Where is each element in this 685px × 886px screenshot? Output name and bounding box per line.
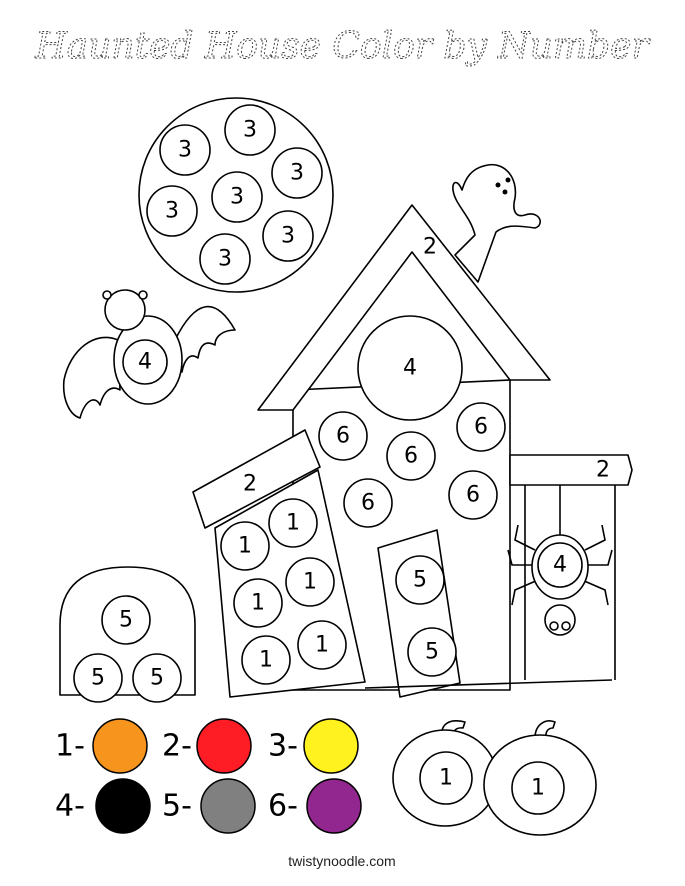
pumpkins-number: 1 <box>439 766 453 791</box>
legend-swatch-red <box>196 718 252 774</box>
legend-swatch-orange <box>92 718 148 774</box>
moon-circle <box>224 104 276 156</box>
left_wing-circle <box>285 557 335 607</box>
door-circle <box>407 627 457 677</box>
left_wing-number: 1 <box>315 633 329 658</box>
door-circle <box>395 555 445 605</box>
tombstone-circle <box>132 653 182 703</box>
house_dots-circle <box>456 402 506 452</box>
left_wing-circle <box>268 498 318 548</box>
house_dots-circle <box>343 478 393 528</box>
roof-number: 2 <box>423 235 437 260</box>
porch: 2 <box>364 454 633 689</box>
legend-swatch-black <box>95 778 151 834</box>
left_wing-number: 1 <box>238 534 252 559</box>
legend-label: 3- <box>268 729 298 764</box>
left_wing-number: 1 <box>259 648 273 673</box>
legend-swatch-purple <box>306 778 362 834</box>
left_wing-circle <box>241 635 291 685</box>
bat: 4 <box>62 289 236 419</box>
left_wing-circle <box>297 620 347 670</box>
spider-number: 4 <box>553 553 567 578</box>
page-title: Haunted House Color by Number <box>34 26 650 67</box>
moon-circle <box>271 147 323 199</box>
legend-swatch-gray <box>200 778 256 834</box>
pumpkins-circle <box>419 751 473 805</box>
color-key: 1- 2- 3- 4- 5- 6- <box>55 718 362 834</box>
house_dots-number: 6 <box>336 424 350 449</box>
moon-number: 3 <box>178 138 192 163</box>
window-number: 4 <box>403 356 417 381</box>
left-wing: 2 1 1 1 1 1 1 <box>192 429 366 698</box>
legend-label: 4- <box>55 789 85 824</box>
tombstone-circle <box>101 595 151 645</box>
pumpkins-number: 1 <box>531 776 545 801</box>
moon-number: 3 <box>218 247 232 272</box>
left_wing-number: 1 <box>303 570 317 595</box>
legend-label: 2- <box>162 729 192 764</box>
house_dots-number: 6 <box>404 444 418 469</box>
moon-number: 3 <box>243 118 257 143</box>
tombstone-circle <box>73 653 123 703</box>
moon-number: 3 <box>230 185 244 210</box>
tombstone: 5 5 5 <box>59 566 196 703</box>
house: 2 4 6 6 6 6 6 <box>257 204 551 691</box>
moon-circle <box>146 185 198 237</box>
left_wing-circle <box>233 578 283 628</box>
tombstone-number: 5 <box>119 608 133 633</box>
moon-circle <box>159 124 211 176</box>
door: 55 <box>377 529 461 698</box>
house_dots-number: 6 <box>361 491 375 516</box>
legend-label: 6- <box>268 789 298 824</box>
moon-number: 3 <box>165 199 179 224</box>
moon-number: 3 <box>290 161 304 186</box>
tombstone-number: 5 <box>91 666 105 691</box>
door-number: 5 <box>425 640 439 665</box>
house_dots-number: 6 <box>466 483 480 508</box>
bat-number: 4 <box>138 350 152 375</box>
spider: 4 <box>507 485 613 636</box>
moon-circle <box>262 210 314 262</box>
left_wing-circle <box>220 521 270 571</box>
legend-label: 1- <box>55 729 85 764</box>
door-number: 5 <box>413 568 427 593</box>
legend-label: 5- <box>162 789 192 824</box>
ghost <box>452 163 541 283</box>
pumpkins-circle <box>511 761 565 815</box>
porch-sign-number: 2 <box>596 458 610 483</box>
tombstone-number: 5 <box>150 666 164 691</box>
footer-site: twistynoodle.com <box>288 853 395 869</box>
house_dots-circle <box>386 431 436 481</box>
left_wing-number: 1 <box>251 591 265 616</box>
house_dots-circle <box>318 411 368 461</box>
house_dots-circle <box>448 470 498 520</box>
moon-circle <box>211 171 263 223</box>
house_dots-number: 6 <box>474 415 488 440</box>
left-sign-number: 2 <box>243 472 257 497</box>
moon: 3 3 3 3 3 3 3 <box>138 97 334 293</box>
left_wing-number: 1 <box>286 511 300 536</box>
moon-circle <box>199 233 251 285</box>
legend-swatch-yellow <box>303 718 359 774</box>
moon-number: 3 <box>281 224 295 249</box>
